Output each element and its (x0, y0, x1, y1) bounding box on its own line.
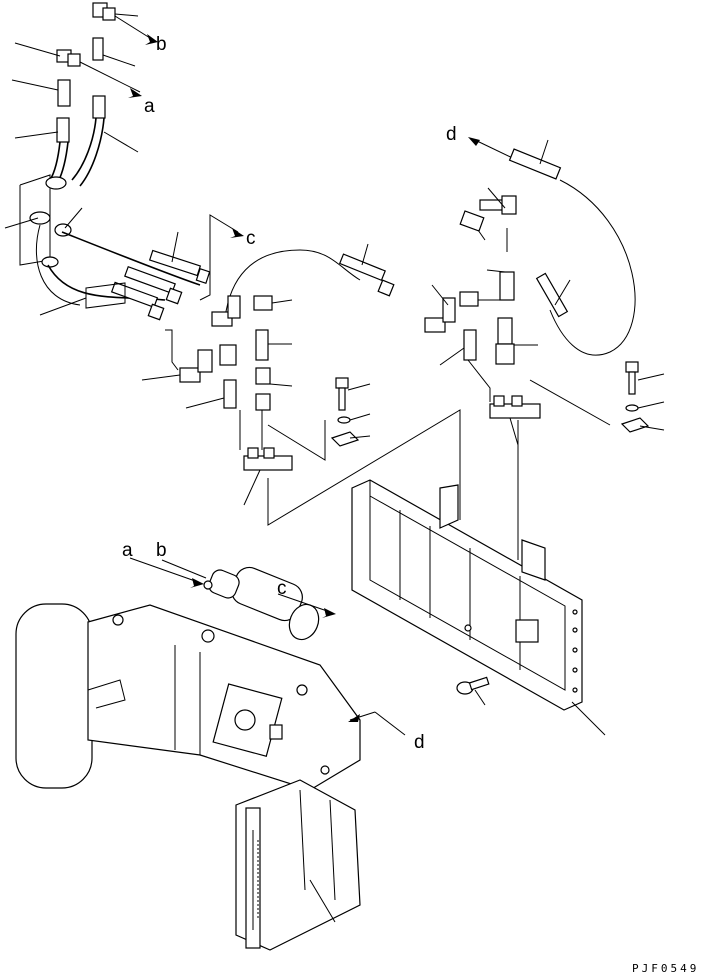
mounting-frame (351, 479, 606, 736)
hose-left (14, 117, 70, 183)
label-a-bottom: a (122, 540, 133, 561)
washer-small (337, 413, 371, 424)
bolt-small (335, 377, 371, 411)
attachment-blade (235, 779, 361, 951)
adapter-center (255, 329, 292, 361)
arrow-c-bottom (277, 593, 336, 618)
arrows-ab-bottom (129, 557, 207, 588)
elbow-fitting-3 (424, 284, 500, 333)
label-b-top: b (156, 34, 167, 55)
tee-fitting (14, 42, 141, 93)
label-b-bottom: b (156, 540, 167, 561)
washer-right (625, 401, 665, 412)
tire (15, 603, 93, 789)
center-hose (224, 243, 395, 319)
union-right (439, 329, 477, 366)
check-valve (255, 367, 293, 411)
check-valve-right (495, 317, 538, 365)
clip-small (330, 431, 371, 447)
nipple-left (11, 79, 71, 107)
arrow-a-top (128, 88, 142, 98)
adapter-right (486, 228, 515, 301)
hose-end-1 (148, 231, 211, 285)
arrow-d-bottom (348, 711, 406, 736)
small-union (185, 379, 237, 409)
frame-bolt (456, 676, 490, 706)
label-a-top: a (144, 96, 155, 117)
label-d-bottom: d (414, 732, 425, 753)
right-hose (508, 139, 636, 356)
clamps (4, 176, 83, 268)
elbow-fitting-4 (459, 187, 517, 241)
adapter-upper (92, 37, 136, 67)
elbow-fitting-2 (141, 344, 237, 383)
hose-right (71, 95, 139, 187)
arrow-b-top (145, 34, 158, 45)
hose-end-2 (124, 265, 183, 305)
top-fitting-elbow (92, 2, 151, 39)
left-bracket-lines (165, 329, 461, 526)
label-d-top: d (446, 124, 457, 145)
right-manifold (467, 359, 611, 560)
clip-right (620, 417, 665, 433)
elbow-fitting-1 (211, 295, 293, 327)
bolt-right (625, 361, 665, 395)
main-boom (87, 604, 361, 791)
hose-end-3 (110, 281, 165, 321)
label-c-center: c (246, 228, 256, 249)
cylinder (203, 566, 320, 641)
label-c-bottom: c (277, 578, 287, 599)
leader-hose (39, 297, 87, 316)
c-arrow-group (199, 214, 244, 301)
hose-ref-box (85, 282, 126, 309)
drawing-code: PJF0549 (632, 962, 699, 975)
left-manifold (243, 447, 293, 506)
